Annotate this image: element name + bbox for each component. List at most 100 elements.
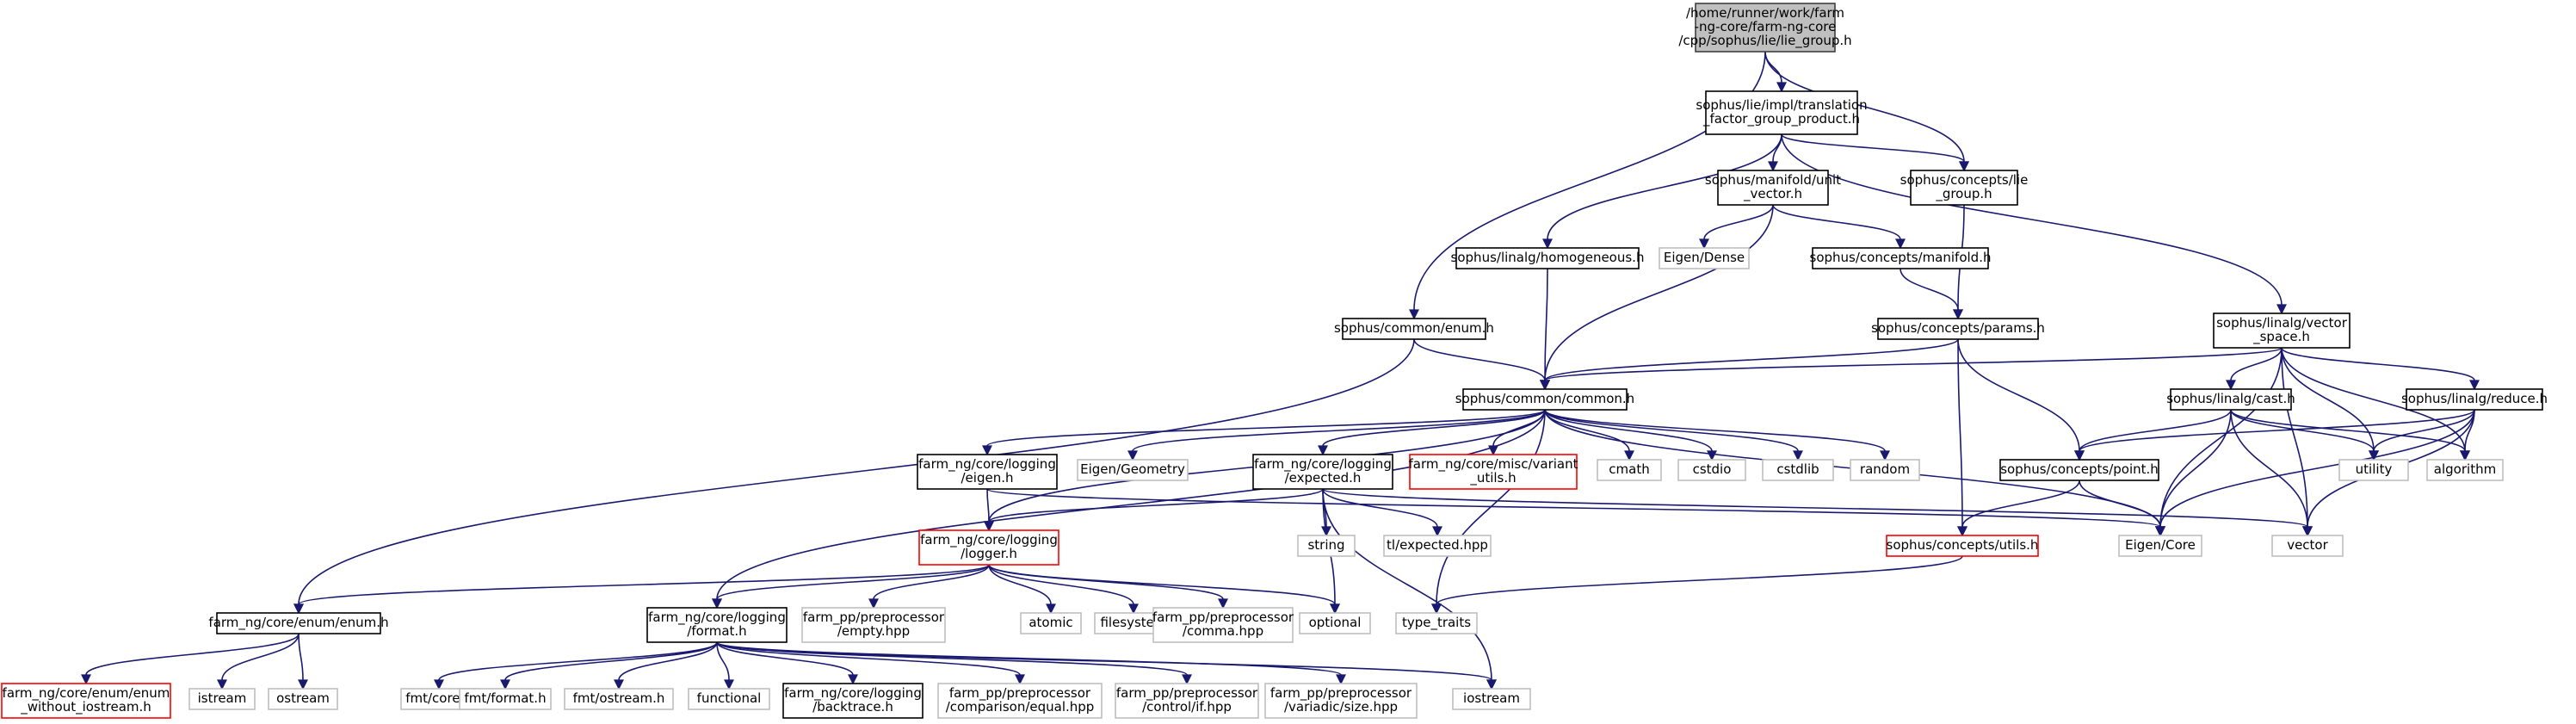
node-box xyxy=(1383,535,1492,557)
graph-node-ppcomma: farm_pp/preprocessor/comma.hpp xyxy=(1152,607,1294,643)
graph-node-logeigen[interactable]: farm_ng/core/logging/eigen.h xyxy=(917,454,1058,490)
edge-format-ppcompare xyxy=(716,641,1025,685)
node-label-line: /logger.h xyxy=(961,546,1017,561)
graph-node-coreenum[interactable]: farm_ng/core/enum/enum.h xyxy=(208,612,389,634)
node-label-line: farm_pp/preprocessor xyxy=(949,685,1091,702)
node-label-line: Eigen/Geometry xyxy=(1080,461,1185,477)
edge-arrowhead xyxy=(1895,238,1906,250)
node-label-line: /control/if.hpp xyxy=(1142,699,1232,715)
node-box xyxy=(1462,388,1628,411)
edge-format-ppif xyxy=(716,641,1192,685)
graph-node-ostream: ostream xyxy=(268,688,338,710)
graph-node-cast[interactable]: sophus/linalg/cast.h xyxy=(2166,388,2295,411)
edge-arrowhead xyxy=(1880,450,1890,461)
node-box xyxy=(1999,459,2159,481)
edge-line xyxy=(1544,409,1886,452)
edge-line xyxy=(1764,51,1782,84)
edge-arrowhead xyxy=(868,598,879,610)
node-label-line: tl/expected.hpp xyxy=(1387,537,1488,553)
graph-node-reduce[interactable]: sophus/linalg/reduce.h xyxy=(2401,388,2548,411)
graph-node-expected[interactable]: farm_ng/core/logging/expected.h xyxy=(1252,454,1393,490)
graph-node-enum_h[interactable]: sophus/common/enum.h xyxy=(1334,318,1494,340)
edge-arrowhead xyxy=(500,679,510,690)
graph-node-eigencore: Eigen/Core xyxy=(2118,535,2202,557)
graph-node-format[interactable]: farm_ng/core/logging/format.h xyxy=(646,607,788,643)
edge-format-fmtostream xyxy=(614,641,718,690)
node-label-line: farm_pp/preprocessor xyxy=(1270,685,1412,702)
edge-line xyxy=(986,488,990,523)
graph-node-point[interactable]: sophus/concepts/point.h xyxy=(1999,459,2159,481)
graph-node-cstdio: cstdio xyxy=(1677,459,1746,481)
node-label-line: sophus/linalg/homogeneous.h xyxy=(1451,250,1645,265)
node-label-line: sophus/manifold/unit xyxy=(1705,172,1841,188)
edge-line xyxy=(1772,204,1901,240)
edge-arrowhead xyxy=(217,679,227,690)
node-label-line: farm_ng/core/logging xyxy=(648,610,786,626)
edge-line xyxy=(716,409,1546,600)
edge-conmanifold-params xyxy=(1900,268,1963,320)
edge-utils-typetraits xyxy=(1431,555,1963,615)
node-label-line: fmt/ostream.h xyxy=(573,690,665,706)
graph-node-enumnoio[interactable]: farm_ng/core/enum/enum_without_iostream.… xyxy=(1,683,171,719)
edge-line xyxy=(504,641,718,681)
edge-arrowhead xyxy=(2302,526,2313,537)
graph-node-eigendense: Eigen/Dense xyxy=(1659,247,1750,269)
edge-coreenum-enumnoio xyxy=(81,633,300,685)
edge-line xyxy=(2230,409,2466,452)
graph-node-params[interactable]: sophus/concepts/params.h xyxy=(1871,318,2045,340)
graph-node-variant[interactable]: farm_ng/core/misc/variant_utils.h xyxy=(1409,454,1578,490)
node-label-line: /comparison/equal.hpp xyxy=(946,699,1095,715)
edge-arrowhead xyxy=(1542,238,1553,250)
node-label-line: algorithm xyxy=(2434,461,2496,477)
node-label-line: cstdio xyxy=(1693,461,1732,477)
edge-line xyxy=(298,338,1415,605)
node-label-line: sophus/linalg/vector xyxy=(2216,315,2348,331)
graph-node-root[interactable]: /home/runner/work/farm-ng-core/farm-ng-c… xyxy=(1678,3,1852,53)
edge-line xyxy=(2230,409,2308,528)
edge-line xyxy=(1957,338,2080,452)
graph-node-logger[interactable]: farm_ng/core/logging/logger.h xyxy=(918,529,1059,566)
node-label-line: /expected.h xyxy=(1285,470,1362,486)
node-label-line: vector xyxy=(2287,537,2328,553)
edge-format-fmtcore xyxy=(434,641,718,690)
edge-logger-atomic xyxy=(988,564,1056,615)
node-box xyxy=(1,683,171,719)
node-box xyxy=(1717,170,1829,206)
node-box xyxy=(2426,459,2504,481)
edge-line xyxy=(2159,409,2475,528)
edge-arrowhead xyxy=(984,521,994,532)
node-box xyxy=(1115,683,1259,719)
graph-node-tfgp[interactable]: sophus/lie/impl/translation_factor_group… xyxy=(1696,90,1868,135)
edge-line xyxy=(1957,338,1963,528)
edge-arrowhead xyxy=(1699,238,1709,250)
edge-line xyxy=(988,488,1324,523)
graph-node-conlie[interactable]: sophus/concepts/lie_group.h xyxy=(1900,170,2029,206)
edge-line xyxy=(988,564,1052,605)
graph-node-conmanifold[interactable]: sophus/concepts/manifold.h xyxy=(1810,247,1992,269)
edge-arrowhead xyxy=(1431,603,1442,615)
graph-node-ppcompare: farm_pp/preprocessor/comparison/equal.hp… xyxy=(937,683,1103,719)
node-box xyxy=(1455,247,1640,269)
node-label-line: farm_pp/preprocessor xyxy=(1152,610,1294,626)
edge-line xyxy=(716,641,1021,676)
graph-node-string: string xyxy=(1297,535,1356,557)
graph-node-homog[interactable]: sophus/linalg/homogeneous.h xyxy=(1451,247,1645,269)
edge-tfgp-vecspace xyxy=(1781,133,2287,315)
graph-node-common[interactable]: sophus/common/common.h xyxy=(1455,388,1634,411)
graph-node-fmtformat: fmt/format.h xyxy=(459,688,552,710)
edge-arrowhead xyxy=(293,603,304,615)
node-label-line: /backtrace.h xyxy=(812,699,893,715)
edge-line xyxy=(1322,409,1546,447)
graph-node-backtrace[interactable]: farm_ng/core/logging/backtrace.h xyxy=(782,683,924,719)
node-box xyxy=(1297,535,1356,557)
graph-node-unitvec[interactable]: sophus/manifold/unit_vector.h xyxy=(1705,170,1841,206)
node-box xyxy=(1342,318,1486,340)
edge-line xyxy=(1781,133,1965,163)
node-label-line: /eigen.h xyxy=(961,470,1014,486)
graph-node-vecspace[interactable]: sophus/linalg/vector_space.h xyxy=(2213,312,2351,349)
graph-node-ppempty: farm_pp/preprocessor/empty.hpp xyxy=(801,607,946,643)
node-box xyxy=(1077,459,1189,481)
graph-node-utils[interactable]: sophus/concepts/utils.h xyxy=(1886,535,2039,557)
graph-node-iostream: iostream xyxy=(1452,688,1531,710)
edge-logger-optional xyxy=(988,564,1340,615)
